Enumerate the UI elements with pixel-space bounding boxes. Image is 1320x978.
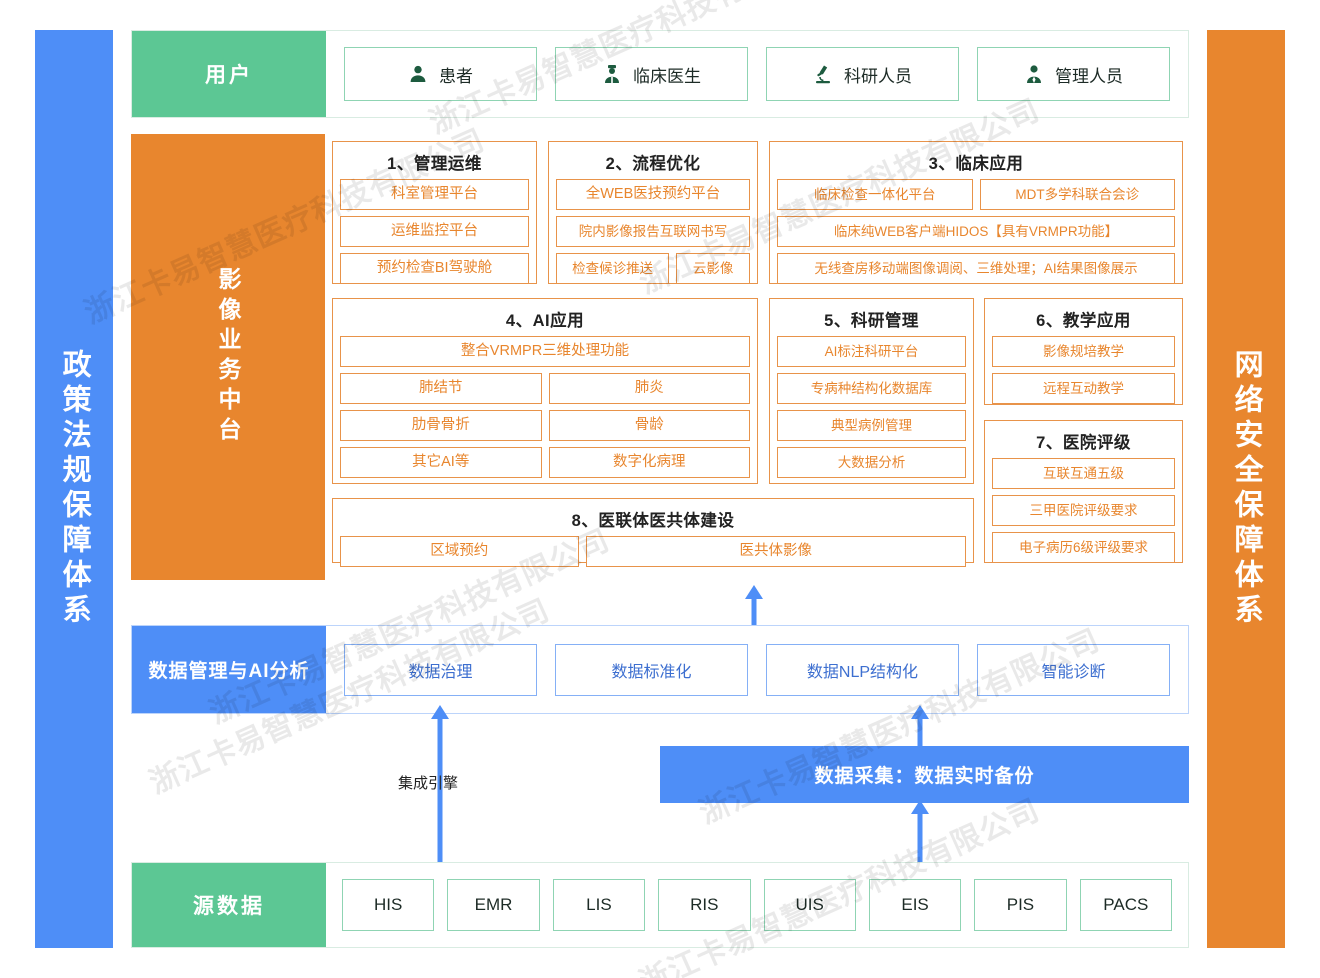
item-cell[interactable]: 肋骨骨折: [340, 410, 542, 441]
integration-engine-label: 集成引擎: [398, 775, 459, 792]
doctor-icon: [602, 64, 622, 84]
item-cell[interactable]: 骨龄: [548, 410, 750, 441]
item-cell[interactable]: 预约检查BI驾驶舱: [340, 253, 529, 284]
source-chip-pis[interactable]: PIS: [974, 879, 1067, 931]
users-row-label: 用户: [132, 31, 326, 117]
dm-chip-governance[interactable]: 数据治理: [344, 643, 537, 696]
user-chip-label: 管理人员: [1055, 66, 1123, 86]
group-title: 1、管理运维: [387, 155, 482, 173]
item-cell[interactable]: MDT多学科联合会诊: [979, 179, 1175, 210]
data-management-ai-row: 数据管理与AI分析 数据治理 数据标准化 数据NLP结构化 智能诊断: [131, 625, 1189, 714]
arrow-integration-engine: [431, 705, 449, 862]
item-cell[interactable]: 远程互动教学: [992, 373, 1175, 404]
item-cell[interactable]: 全WEB医技预约平台: [556, 179, 750, 210]
source-data-label: 源数据: [132, 863, 326, 947]
data-management-items: 数据治理 数据标准化 数据NLP结构化 智能诊断: [326, 626, 1188, 713]
group-clinical-application: 3、临床应用 临床检查一体化平台 MDT多学科联合会诊 临床纯WEB客户端HID…: [769, 141, 1183, 284]
group-management-ops: 1、管理运维 科室管理平台 运维监控平台 预约检查BI驾驶舱: [332, 141, 537, 284]
arrow-collect-to-datamgmt: [911, 705, 929, 749]
item-cell[interactable]: 临床检查一体化平台: [777, 179, 973, 210]
group-title: 5、科研管理: [824, 312, 919, 330]
item-cell[interactable]: 典型病例管理: [777, 410, 966, 441]
users-items: 患者 临床医生 科研人员 管理人员: [326, 31, 1188, 117]
item-cell[interactable]: 云影像: [676, 253, 750, 284]
item-cell[interactable]: 数字化病理: [548, 447, 750, 478]
arrow-source-to-collect: [911, 800, 929, 862]
group-teaching-application: 6、教学应用 影像规培教学 远程互动教学: [984, 298, 1183, 405]
dm-chip-standardize[interactable]: 数据标准化: [555, 643, 748, 696]
person-icon: [408, 64, 428, 84]
item-cell[interactable]: 临床纯WEB客户端HIDOS【具有VRMPR功能】: [777, 216, 1175, 247]
item-cell[interactable]: 整合VRMPR三维处理功能: [340, 336, 750, 367]
user-chip-label: 科研人员: [844, 66, 912, 86]
source-chip-his[interactable]: HIS: [342, 879, 435, 931]
microscope-icon: [813, 64, 833, 84]
users-row: 用户 患者 临床医生 科研人员: [131, 30, 1189, 118]
group-process-optimization: 2、流程优化 全WEB医技预约平台 院内影像报告互联网书写 检查候诊推送 云影像: [548, 141, 758, 284]
admin-person-icon: [1024, 64, 1044, 84]
source-data-row: 源数据 HIS EMR LIS RIS UIS EIS PIS PACS: [131, 862, 1189, 948]
user-chip-administrator[interactable]: 管理人员: [977, 47, 1170, 101]
source-chip-uis[interactable]: UIS: [763, 879, 856, 931]
user-chip-label: 患者: [439, 66, 473, 86]
item-cell[interactable]: 三甲医院评级要求: [992, 495, 1175, 526]
item-cell[interactable]: 科室管理平台: [340, 179, 529, 210]
group-title: 6、教学应用: [1036, 312, 1131, 330]
dm-chip-smart-diagnosis[interactable]: 智能诊断: [977, 643, 1170, 696]
item-cell[interactable]: AI标注科研平台: [777, 336, 966, 367]
item-cell[interactable]: 肺炎: [548, 373, 750, 404]
item-cell[interactable]: 医共体影像: [585, 536, 966, 567]
group-title: 2、流程优化: [605, 155, 701, 173]
source-data-items: HIS EMR LIS RIS UIS EIS PIS PACS: [326, 863, 1188, 947]
user-chip-researcher[interactable]: 科研人员: [766, 47, 959, 101]
item-cell[interactable]: 大数据分析: [777, 447, 966, 478]
group-research-management: 5、科研管理 AI标注科研平台 专病种结构化数据库 典型病例管理 大数据分析: [769, 298, 974, 484]
item-cell[interactable]: 影像规培教学: [992, 336, 1175, 367]
network-security-bar: 网络安全保障体系: [1207, 30, 1285, 948]
item-cell[interactable]: 检查候诊推送: [556, 253, 670, 284]
group-title: 4、AI应用: [505, 312, 585, 330]
midplatform-groups: 1、管理运维 科室管理平台 运维监控平台 预约检查BI驾驶舱 2、流程优化 全W…: [325, 134, 1189, 580]
group-medical-alliance: 8、医联体医共体建设 区域预约 医共体影像: [332, 498, 974, 567]
policy-regulation-label: 政策法规保障体系: [58, 349, 91, 629]
item-cell[interactable]: 运维监控平台: [340, 216, 529, 247]
dm-chip-nlp-structure[interactable]: 数据NLP结构化: [766, 643, 959, 696]
item-cell[interactable]: 互联互通五级: [992, 458, 1175, 489]
group-title: 8、医联体医共体建设: [571, 512, 735, 530]
group-title: 7、医院评级: [1036, 434, 1131, 452]
group-hospital-rating: 7、医院评级 互联互通五级 三甲医院评级要求 电子病历6级评级要求: [984, 420, 1183, 563]
item-cell[interactable]: 其它AI等: [340, 447, 542, 478]
group-ai-application: 4、AI应用 整合VRMPR三维处理功能 肺结节 肺炎 肋骨骨折 骨龄 其它AI…: [332, 298, 758, 484]
source-chip-pacs[interactable]: PACS: [1079, 879, 1172, 931]
item-cell[interactable]: 院内影像报告互联网书写: [556, 216, 750, 247]
source-chip-ris[interactable]: RIS: [658, 879, 751, 931]
imaging-business-midplatform-row: 影像业务中台 1、管理运维 科室管理平台 运维监控平台 预约检查BI驾驶舱 2、…: [131, 134, 1189, 580]
arrow-up-to-alliance: [745, 585, 763, 625]
group-title: 3、临床应用: [928, 155, 1024, 173]
source-chip-lis[interactable]: LIS: [552, 879, 646, 931]
midplatform-label-text: 影像业务中台: [215, 267, 241, 447]
item-cell[interactable]: 区域预约: [340, 536, 579, 567]
user-chip-patient[interactable]: 患者: [344, 47, 537, 101]
item-cell[interactable]: 肺结节: [340, 373, 542, 404]
item-cell[interactable]: 电子病历6级评级要求: [992, 532, 1175, 563]
source-chip-eis[interactable]: EIS: [868, 879, 962, 931]
source-chip-emr[interactable]: EMR: [447, 879, 540, 931]
data-collection-band: 数据采集：数据实时备份: [660, 746, 1189, 803]
user-chip-clinician[interactable]: 临床医生: [555, 47, 748, 101]
midplatform-label: 影像业务中台: [131, 134, 325, 580]
item-cell[interactable]: 专病种结构化数据库: [777, 373, 966, 404]
item-cell[interactable]: 无线查房移动端图像调阅、三维处理；AI结果图像展示: [777, 253, 1175, 284]
policy-regulation-bar: 政策法规保障体系: [35, 30, 113, 948]
network-security-label: 网络安全保障体系: [1230, 349, 1263, 629]
data-management-label: 数据管理与AI分析: [132, 626, 326, 713]
user-chip-label: 临床医生: [633, 66, 701, 86]
